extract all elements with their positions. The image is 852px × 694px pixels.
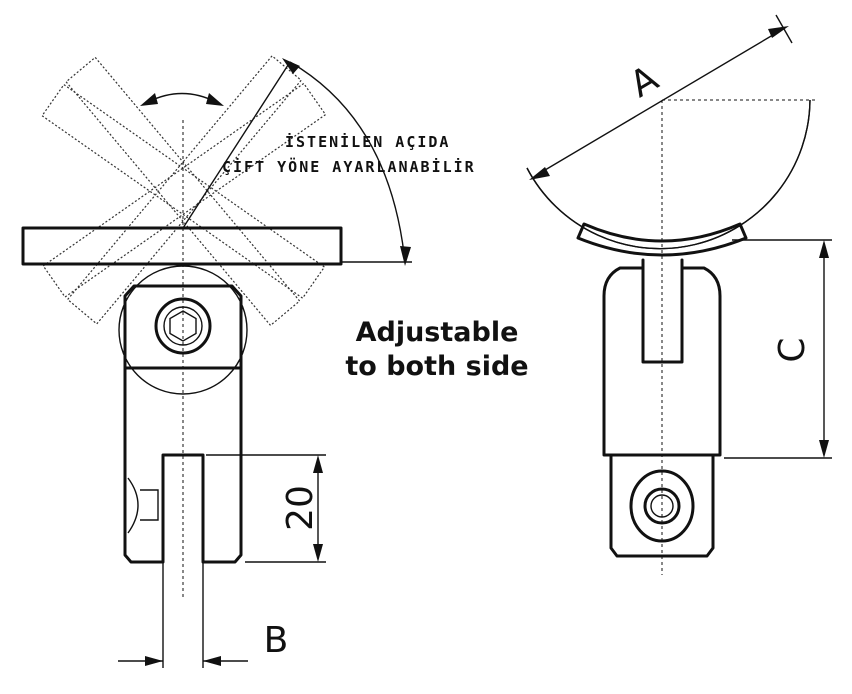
joint-stem [641,258,684,364]
slot-depth-label: 20 [280,485,321,531]
bolt-hole-outer [629,469,695,543]
caption-line-1: Adjustable [356,317,519,348]
lower-block [609,453,715,558]
right-view: A C [526,14,832,575]
tilt-ghost-left-2 [66,55,303,325]
rotation-arrow-icon [140,92,224,106]
tilt-ghost-right [41,83,326,299]
bolt-hole-mid [643,487,681,525]
hex-socket-icon [169,310,197,342]
left-view: 20 B İSTENİLEN AÇIDA ÇİFT YÖNE AYARLANAB… [21,55,529,668]
dimension-c-label: C [772,337,813,362]
dimension-b: B [118,620,288,666]
angle-dimension [182,58,412,266]
socket-inner-circle [163,306,203,346]
tilt-ghost-right-2 [65,56,301,327]
annotation-line-1: İSTENİLEN AÇIDA [285,132,450,151]
spherical-cap [526,99,811,250]
clamp-bar [21,226,343,266]
clamp-pad [576,222,748,257]
dimension-a: A [529,14,793,180]
caption-line-2: to both side [345,351,528,382]
bolt-hole-inner [650,494,674,518]
annotation-line-2: ÇİFT YÖNE AYARLANABİLİR [222,157,476,176]
joint-body [123,366,243,564]
pivot-disc [118,265,248,395]
dimension-b-label: B [264,620,289,661]
dimension-c: C [724,239,832,459]
side-set-screw [127,477,159,534]
socket-outer-circle [154,297,212,355]
dimension-slot-depth: 20 [206,454,326,563]
tilt-ghost-left [42,82,327,298]
dimension-a-label: A [623,58,665,106]
